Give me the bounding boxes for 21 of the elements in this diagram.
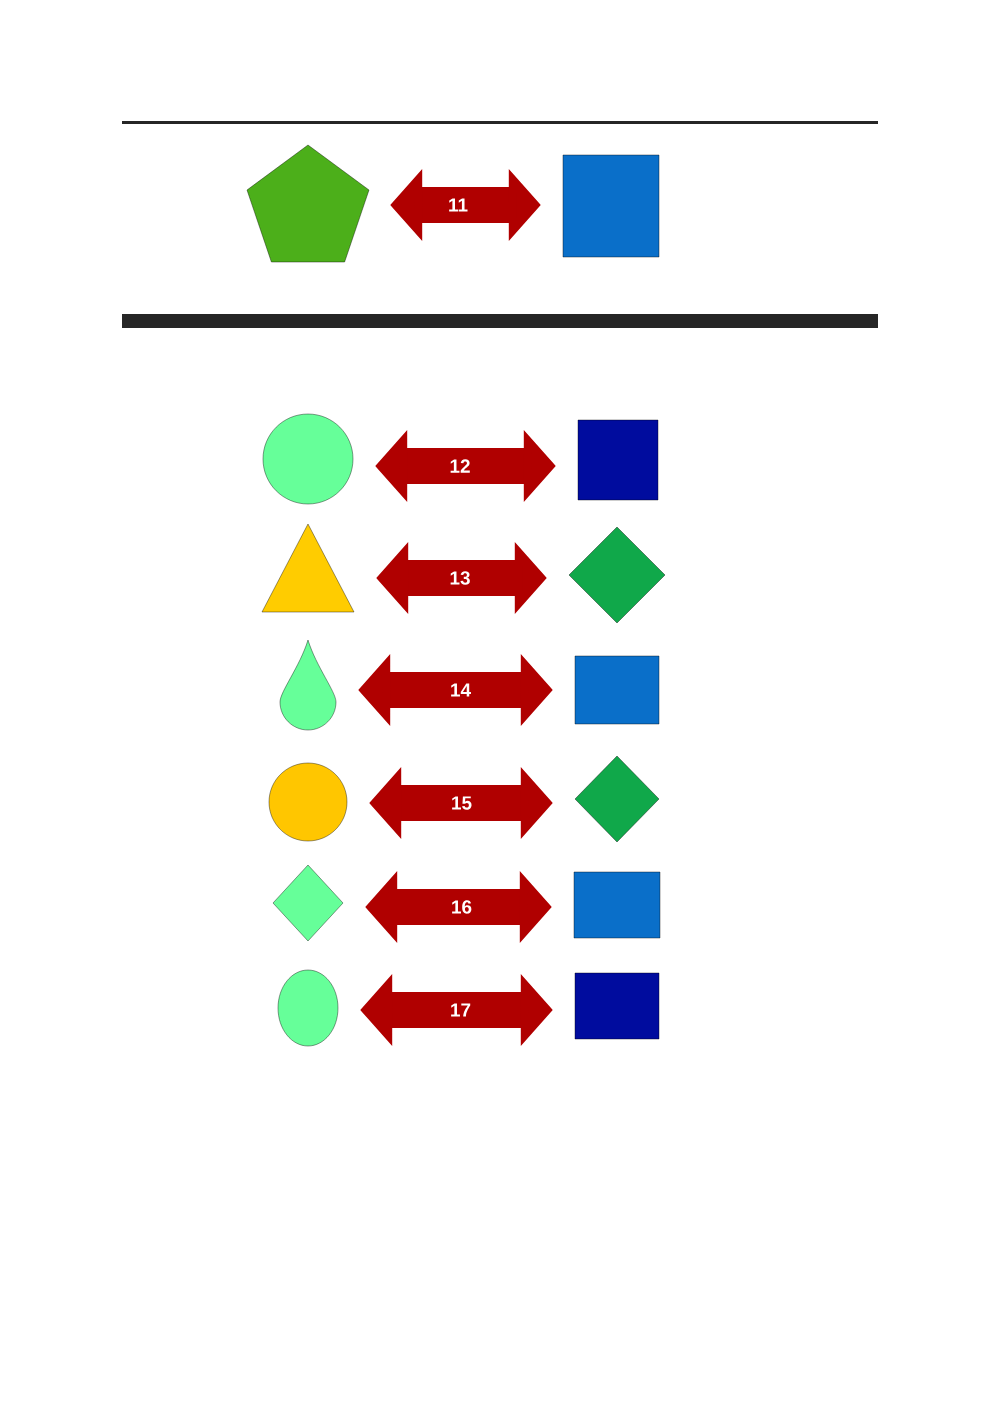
circle-shape [262, 413, 354, 505]
edge-label: 13 [448, 570, 472, 586]
box-shape [573, 871, 661, 939]
box-shape [562, 154, 660, 258]
diamond-shape [568, 526, 666, 624]
circle-shape [268, 762, 348, 842]
box-shape [574, 655, 660, 725]
edge-label: 16 [449, 899, 474, 915]
edge-label: 12 [448, 458, 472, 474]
box-shape [574, 972, 660, 1040]
edge-label: 15 [449, 795, 474, 811]
diamond-shape [574, 755, 660, 843]
edge-label: 17 [448, 1002, 473, 1018]
edge-label: 11 [446, 197, 470, 213]
drop-shape [279, 639, 337, 731]
box-shape [577, 419, 659, 501]
triangle-shape [261, 523, 355, 613]
edge-label: 14 [448, 682, 473, 698]
diamond-shape [272, 864, 344, 942]
pentagon-shape [246, 144, 370, 263]
ellipse-shape [277, 969, 339, 1047]
